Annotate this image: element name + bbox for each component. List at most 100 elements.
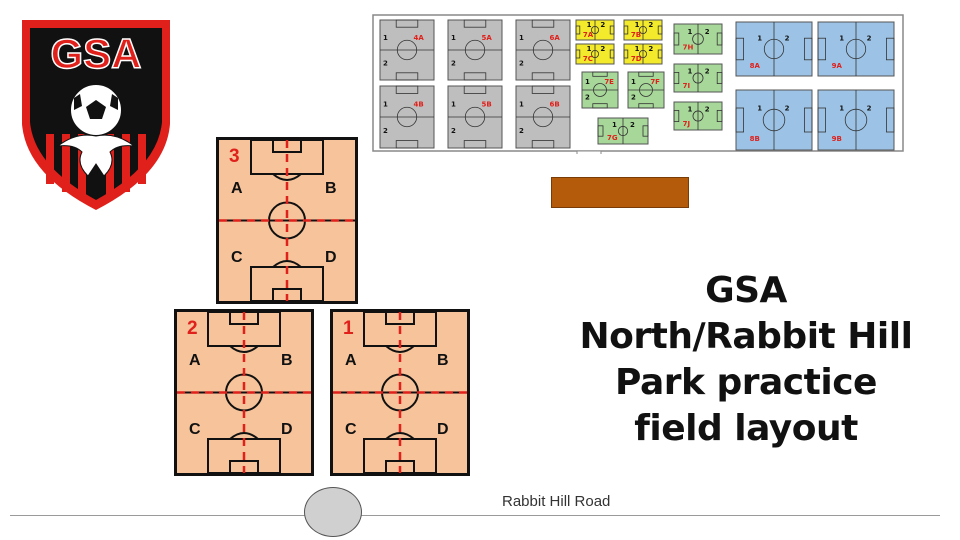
svg-text:1: 1 xyxy=(839,34,844,42)
road-line xyxy=(10,515,940,516)
svg-text:7H: 7H xyxy=(683,44,694,52)
svg-text:2: 2 xyxy=(519,60,524,68)
svg-text:1: 1 xyxy=(635,45,640,53)
svg-text:5A: 5A xyxy=(481,34,492,42)
svg-text:1: 1 xyxy=(687,106,692,114)
svg-text:6B: 6B xyxy=(549,100,559,108)
roundabout xyxy=(304,487,362,537)
svg-text:2: 2 xyxy=(785,104,790,112)
phoenix-icon xyxy=(56,134,136,177)
svg-text:2: 2 xyxy=(451,60,456,68)
svg-text:8B: 8B xyxy=(750,135,760,143)
svg-text:8A: 8A xyxy=(750,62,761,70)
svg-text:2: 2 xyxy=(867,34,872,42)
svg-text:1: 1 xyxy=(757,34,762,42)
svg-text:7G: 7G xyxy=(607,134,618,142)
svg-text:7A: 7A xyxy=(583,31,594,39)
quadrant-label-b: B xyxy=(281,352,293,369)
svg-text:2: 2 xyxy=(383,60,388,68)
svg-text:7F: 7F xyxy=(650,78,660,86)
svg-text:2: 2 xyxy=(585,93,590,101)
svg-text:7I: 7I xyxy=(683,82,690,90)
svg-text:2: 2 xyxy=(867,104,872,112)
quadrant-label-c: C xyxy=(189,421,201,438)
overview-field-9a: 1 2 9A xyxy=(817,21,895,77)
quadrant-label-b: B xyxy=(325,180,337,197)
quadrant-label-a: A xyxy=(345,352,357,369)
overview-field-8b: 1 2 8B xyxy=(735,89,813,151)
gsa-logo: GSA xyxy=(22,20,170,210)
svg-text:2: 2 xyxy=(519,127,524,135)
page-title: GSA North/Rabbit Hill Park practice fiel… xyxy=(579,270,913,450)
svg-text:1: 1 xyxy=(585,78,590,86)
svg-text:1: 1 xyxy=(612,121,617,129)
svg-text:1: 1 xyxy=(687,28,692,36)
svg-text:7J: 7J xyxy=(683,120,690,128)
svg-text:2: 2 xyxy=(383,127,388,135)
overview-field-8a: 1 2 8A xyxy=(735,21,813,77)
svg-text:1: 1 xyxy=(451,100,456,108)
svg-text:1: 1 xyxy=(757,104,762,112)
svg-text:1: 1 xyxy=(687,68,692,76)
svg-text:1: 1 xyxy=(587,45,592,53)
overview-field-5b: 1 2 5B xyxy=(447,85,503,149)
overview-field-7i: 1 2 7I xyxy=(673,63,723,93)
svg-text:5B: 5B xyxy=(481,100,491,108)
quadrant-label-d: D xyxy=(281,421,293,438)
svg-text:7B: 7B xyxy=(631,31,641,39)
overview-field-5a: 1 2 5A xyxy=(447,19,503,81)
svg-text:1: 1 xyxy=(383,100,388,108)
svg-text:2: 2 xyxy=(705,28,710,36)
svg-text:7C: 7C xyxy=(583,55,593,63)
overview-field-7e: 1 2 7E xyxy=(581,71,619,109)
logo-wordmark: GSA xyxy=(50,30,141,77)
svg-text:4A: 4A xyxy=(413,34,424,42)
quadrant-label-a: A xyxy=(189,352,201,369)
svg-text:9A: 9A xyxy=(832,62,843,70)
svg-text:9B: 9B xyxy=(832,135,842,143)
quadrant-label-d: D xyxy=(437,421,449,438)
svg-text:1: 1 xyxy=(839,104,844,112)
field-number: 3 xyxy=(229,146,240,167)
svg-text:2: 2 xyxy=(630,121,635,129)
svg-text:1: 1 xyxy=(519,34,524,42)
field-number: 2 xyxy=(187,318,198,339)
svg-text:2: 2 xyxy=(631,93,636,101)
svg-text:2: 2 xyxy=(600,45,605,53)
parking-area xyxy=(551,177,689,208)
svg-text:1: 1 xyxy=(451,34,456,42)
svg-text:2: 2 xyxy=(785,34,790,42)
svg-text:1: 1 xyxy=(631,78,636,86)
svg-text:2: 2 xyxy=(451,127,456,135)
overview-field-6b: 1 2 6B xyxy=(515,85,571,149)
overview-field-6a: 1 2 6A xyxy=(515,19,571,81)
field-number: 1 xyxy=(343,318,354,339)
svg-text:7D: 7D xyxy=(631,55,642,63)
overview-field-7g: 1 2 7G xyxy=(597,117,649,145)
quadrant-label-d: D xyxy=(325,249,337,266)
svg-text:6A: 6A xyxy=(549,34,560,42)
overview-field-7h: 1 2 7H xyxy=(673,23,723,55)
svg-text:2: 2 xyxy=(705,68,710,76)
svg-text:2: 2 xyxy=(600,21,605,29)
svg-text:7E: 7E xyxy=(604,78,614,86)
svg-text:2: 2 xyxy=(648,21,653,29)
overview-field-7f: 1 2 7F xyxy=(627,71,665,109)
quadrant-label-c: C xyxy=(231,249,243,266)
road-label: Rabbit Hill Road xyxy=(502,493,611,510)
svg-text:1: 1 xyxy=(635,21,640,29)
svg-text:1: 1 xyxy=(519,100,524,108)
svg-text:2: 2 xyxy=(648,45,653,53)
overview-field-9b: 1 2 9B xyxy=(817,89,895,151)
